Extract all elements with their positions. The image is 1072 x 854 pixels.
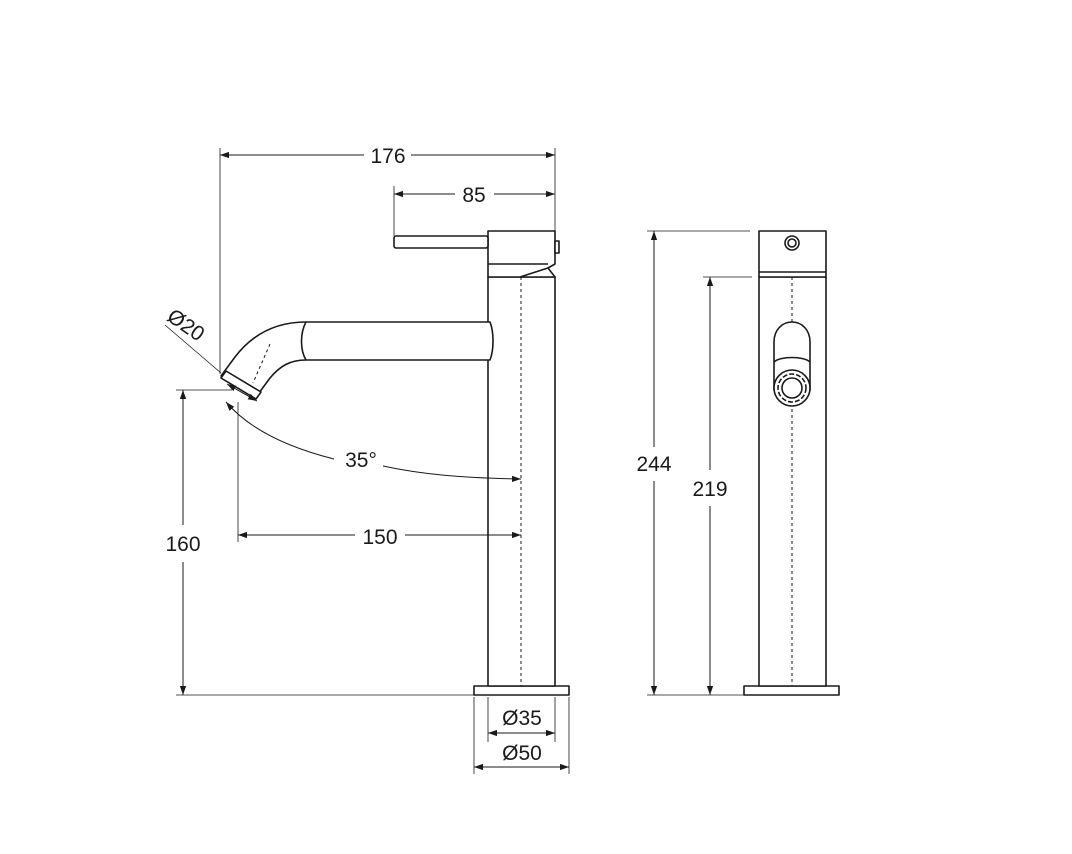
front-aerator-inner — [781, 377, 803, 399]
dimension-244: 244 — [636, 230, 750, 696]
front-base-plate — [743, 685, 840, 696]
label-body-height: 219 — [692, 478, 727, 501]
label-spout-projection: 150 — [362, 526, 397, 549]
label-lever-length: 85 — [462, 184, 485, 207]
side-handle-cap-chamfer — [488, 263, 549, 278]
dimension-angle-35: 35° — [225, 401, 522, 483]
dimension-diameter-35: Ø35 — [487, 697, 556, 742]
front-spout-seam — [773, 356, 811, 363]
dimension-diameter-50: Ø50 — [473, 697, 570, 774]
dimension-176: 176 — [219, 145, 556, 374]
side-screw — [554, 240, 560, 254]
front-elevation — [743, 230, 840, 696]
label-overall-reach: 176 — [370, 145, 405, 168]
label-body-diameter: Ø35 — [502, 707, 542, 730]
front-handle-button-inner — [787, 238, 797, 248]
dimension-160: 160 — [165, 389, 474, 696]
front-aerator-ring — [777, 373, 807, 403]
label-outlet-height: 160 — [165, 533, 200, 556]
side-elevation — [220, 230, 570, 696]
side-handle-cap — [487, 230, 556, 278]
front-handle-button — [784, 235, 800, 251]
label-base-diameter: Ø50 — [502, 742, 542, 765]
side-spout — [220, 321, 494, 398]
label-overall-height: 244 — [636, 453, 671, 476]
label-outlet-diameter: Ø20 — [163, 305, 209, 347]
side-lever — [393, 235, 489, 249]
dimension-150: 150 — [237, 402, 521, 549]
front-aerator-outer — [773, 369, 811, 407]
side-base-plate — [473, 685, 570, 696]
dimension-219: 219 — [692, 276, 752, 695]
label-spout-angle: 35° — [345, 449, 377, 472]
side-spout-centre — [252, 343, 271, 384]
dimension-85: 85 — [393, 184, 555, 236]
side-spout-seam — [300, 321, 307, 361]
